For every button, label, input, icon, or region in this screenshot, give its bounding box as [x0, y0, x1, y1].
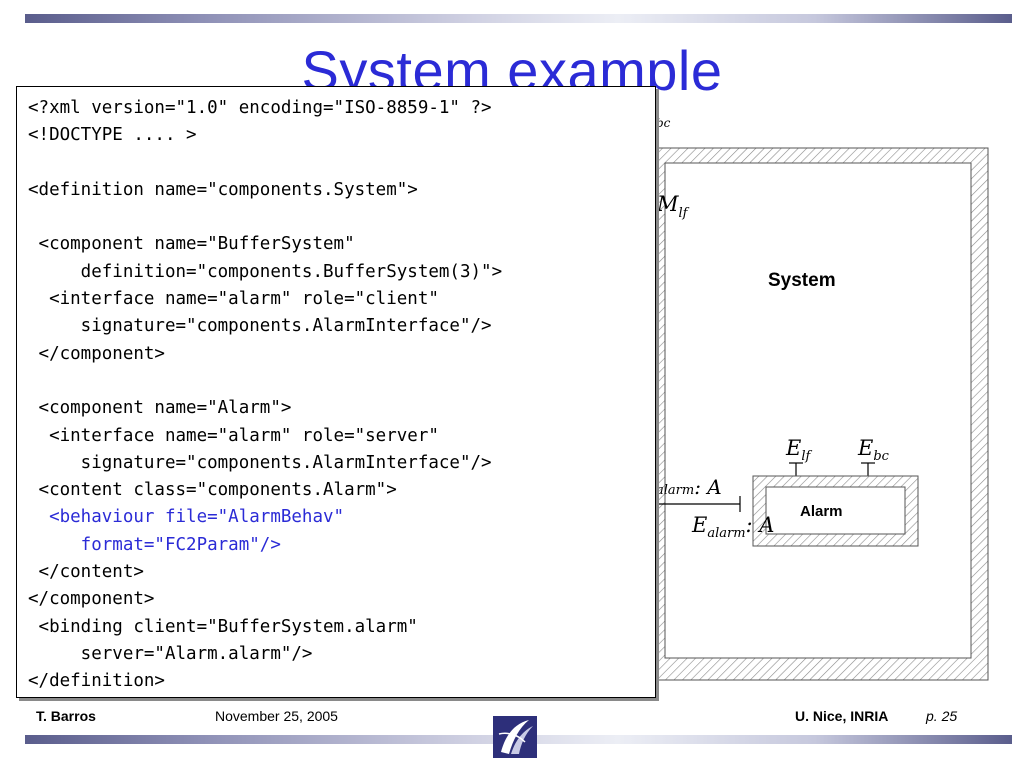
code-line: <?xml version="1.0" encoding="ISO-8859-1…	[28, 98, 492, 118]
footer-author: T. Barros	[36, 708, 96, 724]
e-alarm-label: Ealarm: A	[691, 513, 774, 541]
code-line: signature="components.AlarmInterface"/>	[28, 316, 492, 337]
code-line	[28, 368, 655, 395]
code-line: <interface name="alarm" role="client"	[28, 289, 439, 310]
code-line: server="Alarm.alarm"/>	[28, 643, 313, 664]
code-line: <definition name="components.System">	[28, 179, 418, 200]
interface-ticks	[789, 462, 875, 476]
code-line: format="FC2Param"/>	[28, 534, 281, 555]
code-line: </content>	[28, 562, 144, 583]
code-line	[28, 150, 655, 177]
system-component-frame	[649, 147, 989, 681]
code-line: <component name="Alarm">	[28, 398, 292, 419]
code-line	[28, 204, 655, 231]
xml-code-box: <?xml version="1.0" encoding="ISO-8859-1…	[16, 86, 656, 698]
system-label: System	[768, 270, 836, 291]
alarm-component	[752, 475, 919, 547]
inria-logo-icon	[493, 716, 537, 758]
code-line: <binding client="BufferSystem.alarm"	[28, 616, 418, 637]
e-lf-label: Elf	[785, 436, 813, 464]
code-line: </component>	[28, 343, 165, 364]
code-line: <content class="components.Alarm">	[28, 480, 397, 501]
system-diagram: System Mlf bc Elf Ebc Alarm alarm: A Eal…	[649, 116, 989, 681]
code-line: <component name="BufferSystem"	[28, 234, 355, 255]
code-line: signature="components.AlarmInterface"/>	[28, 452, 492, 473]
code-line: <interface name="alarm" role="server"	[28, 425, 439, 446]
m-lf-label: Mlf	[656, 192, 690, 221]
code-line: <behaviour file="AlarmBehav"	[28, 507, 345, 528]
code-line: </component>	[28, 589, 155, 610]
footer-organization: U. Nice, INRIA	[795, 708, 889, 724]
e-bc-label: Ebc	[857, 436, 890, 464]
code-line: </definition>	[28, 671, 165, 692]
top-decorative-bar	[25, 14, 1012, 23]
bc-fragment-label: bc	[656, 116, 671, 130]
alarm-label: Alarm	[800, 503, 843, 520]
footer-page-number: p. 25	[926, 708, 958, 724]
footer-date: November 25, 2005	[215, 708, 338, 724]
code-line: definition="components.BufferSystem(3)">	[28, 261, 503, 282]
code-line: <!DOCTYPE .... >	[28, 125, 197, 146]
alarm-client-label: alarm: A	[656, 475, 722, 499]
